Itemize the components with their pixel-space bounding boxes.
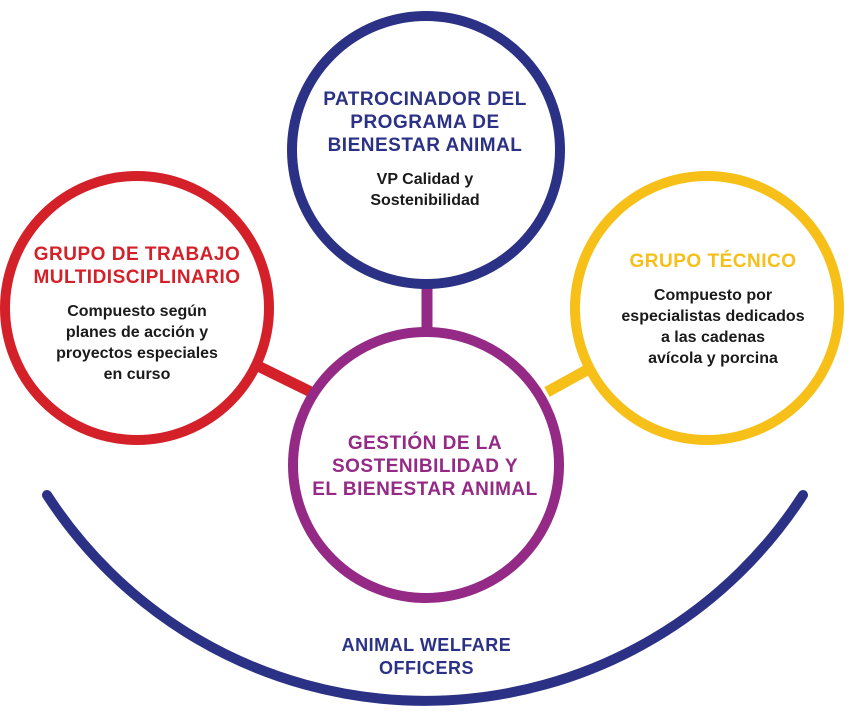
right-circle — [570, 171, 844, 445]
center-node-title: GESTIÓN DE LA SOSTENIBILIDAD Y EL BIENES… — [312, 433, 538, 500]
top-circle — [287, 11, 565, 289]
center-node: GESTIÓN DE LA SOSTENIBILIDAD Y EL BIENES… — [295, 432, 555, 501]
bottom-arc-label: ANIMAL WELFARE OFFICERS — [341, 635, 512, 678]
connector-left-center — [255, 361, 316, 398]
top-node-title: PATROCINADOR DEL PROGRAMA DE BIENESTAR A… — [323, 89, 527, 156]
bottom-arc — [42, 490, 808, 706]
right-node: GRUPO TÉCNICO Compuesto por especialista… — [588, 250, 838, 369]
left-circle — [0, 171, 274, 445]
center-circle — [288, 327, 564, 603]
left-node-description: Compuesto según planes de acción y proye… — [56, 303, 218, 383]
bottom-arc-label-group: ANIMAL WELFARE OFFICERS — [300, 634, 553, 680]
left-node-title: GRUPO DE TRABAJO MULTIDISCIPLINARIO — [33, 244, 241, 288]
right-node-title: GRUPO TÉCNICO — [629, 251, 797, 272]
top-node: PATROCINADOR DEL PROGRAMA DE BIENESTAR A… — [300, 88, 550, 211]
top-node-description: VP Calidad y Sostenibilidad — [370, 171, 480, 209]
connector-right-center — [544, 365, 590, 397]
left-node: GRUPO DE TRABAJO MULTIDISCIPLINARIO Comp… — [12, 243, 262, 385]
right-node-description: Compuesto por especialistas dedicados a … — [621, 287, 805, 367]
